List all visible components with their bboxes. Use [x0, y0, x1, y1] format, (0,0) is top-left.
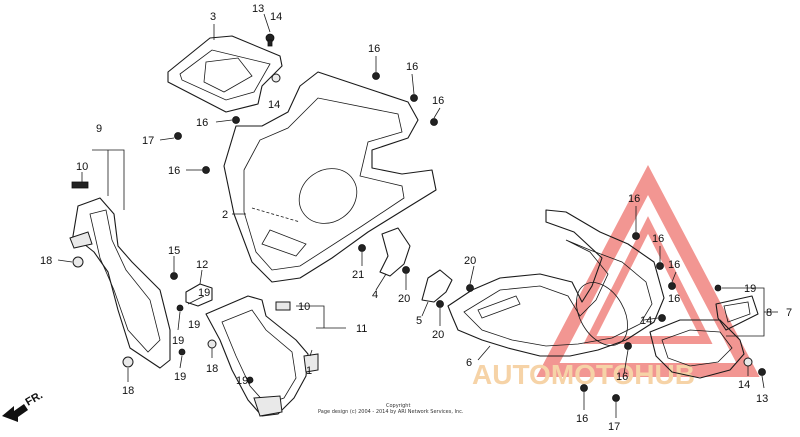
screw-icon [466, 284, 474, 292]
callout-19: 19 [236, 375, 248, 387]
callout-18: 18 [40, 255, 52, 267]
arrow-left-icon [2, 404, 28, 422]
part-2-middle-cowl [223, 71, 437, 283]
screw-icon [714, 284, 722, 292]
callout-5: 5 [416, 315, 422, 327]
callout-15: 15 [168, 245, 180, 257]
copyright-line-2: Page design (c) 2004 - 2014 by ARI Netwo… [318, 409, 464, 415]
screw-icon [430, 118, 438, 126]
callout-1: 1 [306, 365, 312, 377]
part-4-stay [379, 227, 411, 277]
callout-20: 20 [432, 329, 444, 341]
part-5-stay [421, 269, 453, 303]
callout-19: 19 [188, 319, 200, 331]
watermark-logo: AUTOMOTOHUB [472, 164, 760, 390]
callout-3: 3 [210, 11, 216, 23]
callout-16: 16 [668, 293, 680, 305]
callout-20: 20 [464, 255, 476, 267]
screw-icon [410, 94, 418, 102]
grommet-icon [122, 356, 134, 368]
callout-16: 16 [616, 371, 628, 383]
callout-19: 19 [744, 283, 756, 295]
callout-20: 20 [398, 293, 410, 305]
part-9-left-side-panel [69, 197, 171, 369]
fasteners [71, 33, 766, 402]
callout-21: 21 [352, 269, 364, 281]
part-3-upper-bracket [167, 35, 283, 113]
screw-icon [758, 368, 766, 376]
callout-16: 16 [576, 413, 588, 425]
screw-icon [612, 394, 620, 402]
callout-11: 11 [356, 323, 367, 335]
callout-18: 18 [122, 385, 134, 397]
grommet-icon [743, 357, 753, 367]
screw-icon [624, 342, 632, 350]
screw-icon [658, 314, 666, 322]
callout-17: 17 [142, 135, 154, 147]
callout-2: 2 [222, 209, 228, 221]
callout-19: 19 [198, 287, 210, 299]
callout-14: 14 [738, 379, 750, 391]
screw-icon [668, 282, 676, 290]
callout-16: 16 [652, 233, 664, 245]
clip-icon [71, 181, 89, 189]
part-6-right-lower-cowl [447, 209, 665, 357]
callout-16: 16 [668, 259, 680, 271]
screw-icon [656, 262, 664, 270]
callout-10: 10 [298, 301, 310, 313]
grommet-icon [207, 339, 217, 349]
callout-12: 12 [196, 259, 208, 271]
callout-14: 14 [268, 99, 280, 111]
front-label: FR. [24, 389, 45, 408]
part-11-lower-left-cowl [205, 295, 319, 417]
callout-14: 14 [640, 315, 652, 327]
part-1-inner-panel [649, 319, 745, 379]
screw-icon [178, 348, 186, 356]
grommet-icon [271, 73, 281, 83]
part-8-bracket [715, 295, 759, 331]
clip-icon [275, 301, 291, 311]
callout-labels: 3 13 14 14 16 16 16 16 16 17 9 10 2 18 1… [40, 3, 792, 433]
callout-16: 16 [368, 43, 380, 55]
callout-6: 6 [466, 357, 472, 369]
screw-icon [358, 244, 366, 252]
callout-19: 19 [174, 371, 186, 383]
callout-14: 14 [270, 11, 282, 23]
front-direction-indicator: FR. [2, 389, 45, 422]
callout-16: 16 [168, 165, 180, 177]
callout-17: 17 [608, 421, 620, 433]
screw-icon [402, 266, 410, 274]
callout-16: 16 [432, 95, 444, 107]
screw-icon [170, 272, 178, 280]
callout-16: 16 [406, 61, 418, 73]
callout-8: 8 [766, 307, 772, 319]
screw-icon [174, 132, 182, 140]
callout-10: 10 [76, 161, 88, 173]
grommet-icon [72, 256, 84, 268]
copyright-notice: Copyright Page design (c) 2004 - 2014 by… [318, 403, 464, 415]
screw-icon [436, 300, 444, 308]
callout-18: 18 [206, 363, 218, 375]
callout-13: 13 [252, 3, 264, 15]
callout-16: 16 [196, 117, 208, 129]
screw-icon [176, 304, 184, 312]
screw-icon [202, 166, 210, 174]
callout-13: 13 [756, 393, 768, 405]
callout-16: 16 [628, 193, 640, 205]
callout-9: 9 [96, 123, 102, 135]
screw-icon [372, 72, 380, 80]
screw-icon [580, 384, 588, 392]
callout-4: 4 [372, 289, 378, 301]
screw-icon [232, 116, 240, 124]
callout-19: 19 [172, 335, 184, 347]
screw-icon [265, 33, 275, 47]
copyright-line-1: Copyright [386, 403, 410, 409]
callout-7: 7 [786, 307, 792, 319]
screw-icon [632, 232, 640, 240]
leader-lines [57, 13, 778, 418]
